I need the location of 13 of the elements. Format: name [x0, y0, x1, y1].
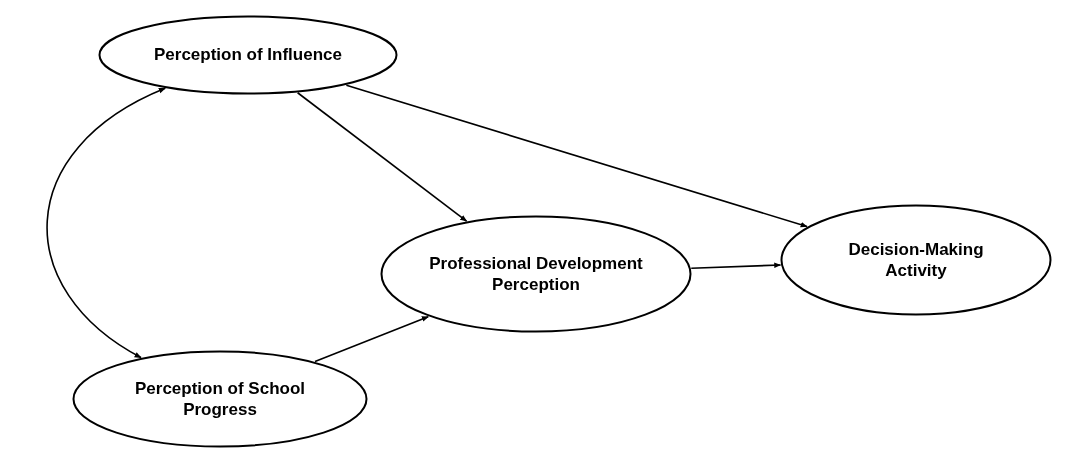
node-label: Decision-Making Activity [847, 238, 985, 282]
node-label: Perception of Influence [154, 44, 342, 66]
ellipse-node [780, 204, 1052, 316]
arrow [296, 91, 468, 222]
ellipse-node [72, 350, 368, 448]
arrow [345, 84, 808, 228]
ellipse-node [98, 15, 398, 95]
node-label: Perception of School Progress [134, 377, 306, 421]
arrow [690, 262, 782, 270]
node-label: Professional Development Perception [428, 252, 644, 296]
ellipse-node [380, 215, 692, 333]
arrow [314, 315, 429, 363]
arrow [46, 87, 166, 359]
